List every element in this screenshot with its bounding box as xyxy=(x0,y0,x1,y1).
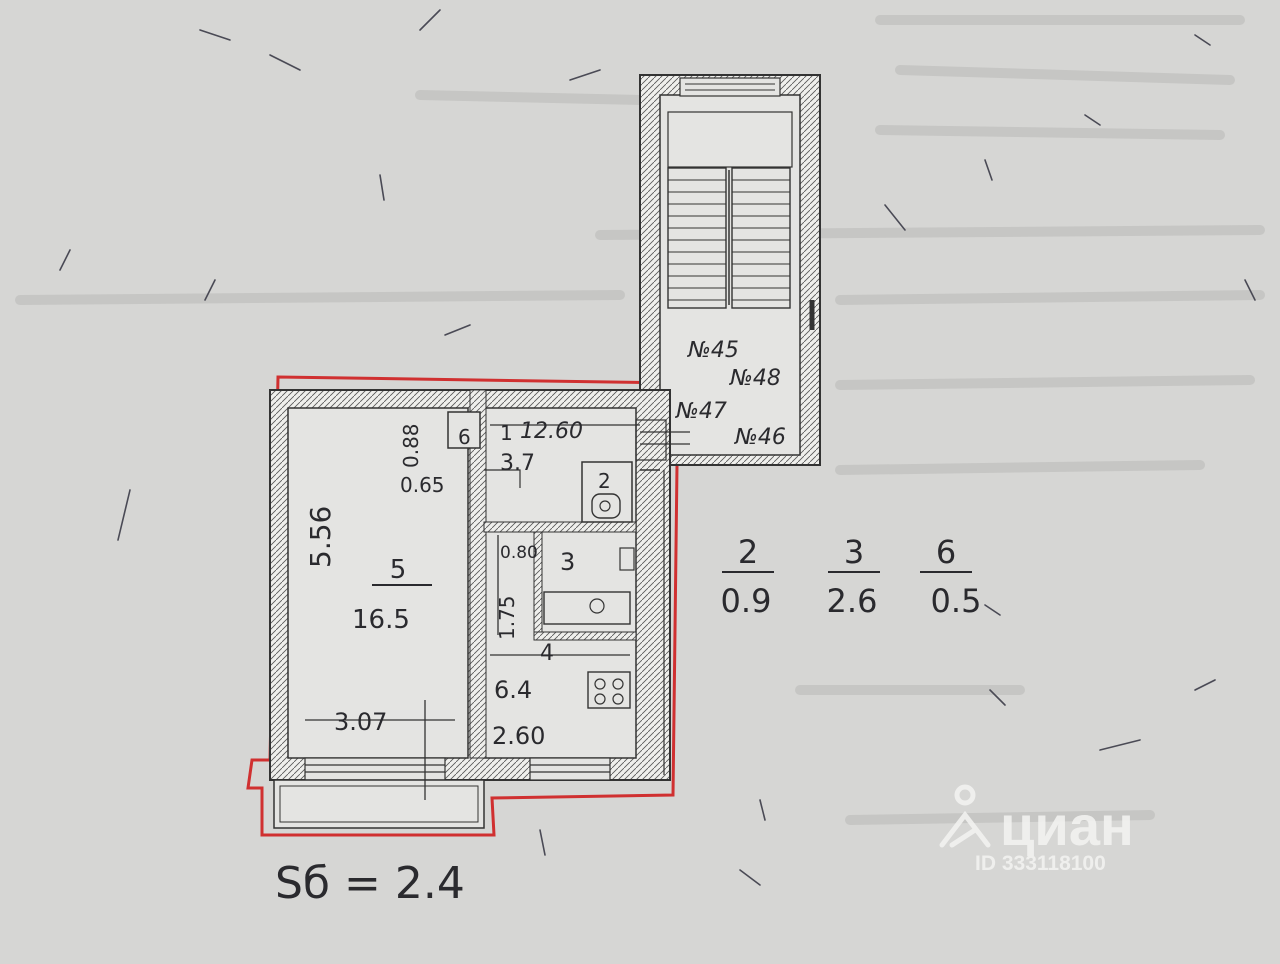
legend-room-number: 2 xyxy=(738,533,758,571)
kitchen-area: 6.4 xyxy=(494,676,532,704)
apartment-number: №47 xyxy=(675,399,727,424)
closet-number: 6 xyxy=(458,425,471,449)
legend-room-number: 6 xyxy=(936,533,956,571)
apartment-numbers: №45 №48 №47 №46 xyxy=(675,338,786,450)
bath-width: 0.80 xyxy=(500,543,538,563)
balcony-area-note: Sб = 2.4 xyxy=(275,858,465,909)
sink-fixture xyxy=(619,547,635,571)
closet-box xyxy=(447,411,481,449)
area-legend: 2 0.9 3 2.6 6 0.5 xyxy=(721,533,982,620)
hall-lower-dimension: 0.65 xyxy=(400,473,445,497)
apartment-outline xyxy=(246,375,680,837)
cian-logo-icon xyxy=(939,784,991,848)
balcony xyxy=(273,779,485,829)
apartment-number: №46 xyxy=(734,425,786,450)
toilet-room xyxy=(581,461,633,523)
legend-room-number: 3 xyxy=(844,533,864,571)
living-room-number: 5 xyxy=(390,555,407,585)
hall-number: 1 xyxy=(500,421,513,445)
bath-number: 3 xyxy=(560,548,575,576)
living-room-area: 16.5 xyxy=(352,605,410,635)
living-room-floor xyxy=(287,407,469,759)
cian-brand-text: циан xyxy=(1000,794,1134,857)
apartment-number: №48 xyxy=(729,366,781,391)
paper-fibers xyxy=(59,9,1256,886)
listing-id-text: ID 333118100 xyxy=(975,852,1106,875)
faded-background-text xyxy=(15,15,1265,825)
stove-fixture xyxy=(587,671,631,709)
legend-room-area: 2.6 xyxy=(827,582,878,620)
living-room-length: 5.56 xyxy=(304,506,337,568)
toilet-number: 2 xyxy=(598,469,611,493)
kitchen-width: 2.60 xyxy=(492,722,545,750)
windows xyxy=(304,757,611,781)
toilet-fixture xyxy=(591,493,621,519)
bath-length: 1.75 xyxy=(495,595,519,640)
cian-watermark: циан ID 333118100 xyxy=(939,784,1134,875)
kitchen-number: 4 xyxy=(540,641,554,666)
bathtub-fixture xyxy=(543,591,631,625)
dimension-lines xyxy=(305,424,640,800)
hall-upper-dimension: 0.88 xyxy=(399,423,423,468)
living-room-width: 3.07 xyxy=(334,708,387,736)
legend-room-area: 0.9 xyxy=(721,582,772,620)
hall-overall-width: 12.60 xyxy=(520,419,583,444)
hall-area: 3.7 xyxy=(500,451,535,476)
apartment-walls xyxy=(269,389,690,781)
apartment-number: №45 xyxy=(687,338,739,363)
legend-room-area: 0.5 xyxy=(931,582,982,620)
entrance-door xyxy=(635,419,667,461)
